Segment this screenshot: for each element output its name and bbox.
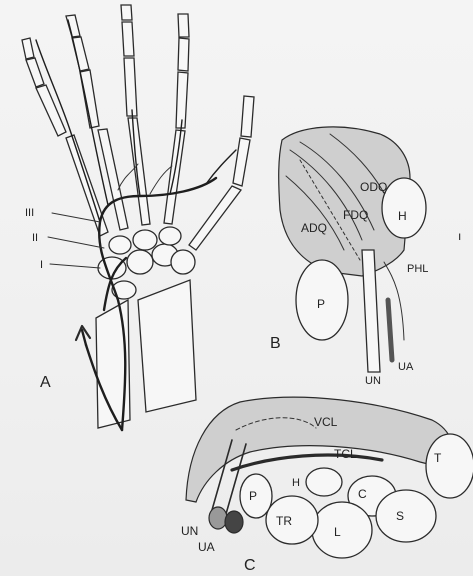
triquetrum-bone: [266, 496, 318, 544]
label-tr: TR: [276, 514, 292, 528]
arch-label-ii: II: [32, 232, 38, 244]
hamate-hook: [382, 178, 426, 238]
leader-line-ii: [48, 237, 104, 248]
panel-letter-c: C: [244, 557, 256, 574]
phalanx: [178, 38, 189, 71]
metacarpal-1: [189, 186, 241, 250]
label-h-c: H: [292, 477, 300, 489]
ulnar-artery: [388, 300, 392, 360]
phalanx: [26, 58, 44, 87]
artery-branch: [206, 150, 236, 184]
label-adq: ADQ: [301, 221, 327, 235]
label-l: L: [334, 525, 341, 539]
ua-section: [225, 511, 243, 533]
phalanx: [122, 22, 134, 56]
metacarpal-5: [66, 135, 108, 236]
label-ua-c: UA: [198, 540, 215, 554]
phalanx: [124, 58, 137, 116]
hamate-bone: [306, 468, 342, 496]
label-un: UN: [365, 375, 381, 387]
label-p-c: P: [249, 489, 257, 503]
label-t: T: [434, 451, 442, 465]
label-un-c: UN: [181, 524, 198, 538]
label-vcl: VCL: [314, 415, 338, 429]
arch-label-i: I: [40, 259, 43, 271]
arch-label-iii: III: [25, 207, 34, 219]
carpal-bone: [127, 250, 153, 274]
panel-a-hand-drawing: [22, 5, 254, 430]
label-p: P: [317, 297, 325, 311]
panel-letter-b: B: [270, 335, 281, 352]
carpal-bone: [109, 236, 131, 254]
margin-mark: ı: [458, 229, 461, 243]
phalanx: [72, 37, 89, 71]
ulna-bone: [138, 280, 196, 412]
phalanx: [121, 5, 132, 20]
carpal-bone: [159, 227, 181, 245]
label-phl: PHL: [407, 263, 428, 275]
phalanx: [66, 15, 80, 37]
phalanx: [233, 138, 250, 186]
tcl-ligament: [232, 455, 382, 470]
panel-letter-a: A: [40, 374, 51, 391]
label-ua: UA: [398, 361, 414, 373]
artery-branch: [118, 164, 138, 190]
carpal-bone: [133, 230, 157, 250]
phalanx: [22, 38, 34, 59]
phalanx: [241, 96, 254, 137]
label-odq: ODQ: [360, 180, 387, 194]
label-fdq: FDQ: [343, 208, 368, 222]
label-c: C: [358, 487, 367, 501]
lunate-bone: [312, 502, 372, 558]
panel-b-drawing: [279, 127, 426, 372]
leader-line-i: [50, 264, 100, 268]
phalanx: [36, 85, 66, 136]
label-s: S: [396, 509, 404, 523]
trapezium-bone: [426, 434, 473, 498]
label-tcl: TCL: [334, 447, 357, 461]
label-h: H: [398, 209, 407, 223]
un-section: [209, 507, 227, 529]
phalanx: [178, 14, 189, 37]
carpal-bone: [171, 250, 195, 274]
scaphoid-bone: [376, 490, 436, 542]
